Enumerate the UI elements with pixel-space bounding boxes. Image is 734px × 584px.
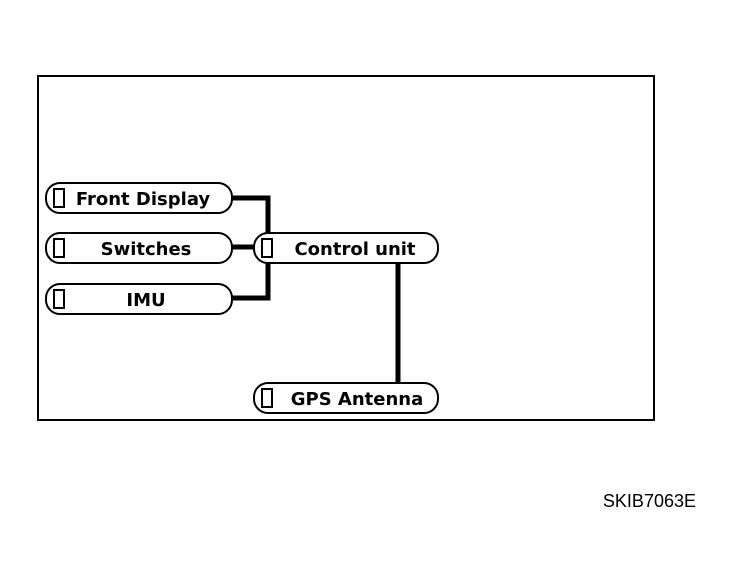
connector-icon [53, 188, 65, 208]
node-front-display: Front Display [45, 182, 233, 214]
node-switches: Switches [45, 232, 233, 264]
node-label: IMU [126, 290, 165, 311]
diagram-frame [37, 75, 655, 421]
connector-icon [53, 238, 65, 258]
node-gps-antenna: GPS Antenna [253, 382, 439, 414]
node-imu: IMU [45, 283, 233, 315]
figure-code: SKIB7063E [603, 491, 696, 511]
connector-icon [261, 388, 273, 408]
connector-icon [261, 238, 273, 258]
node-control-unit: Control unit [253, 232, 439, 264]
node-label: GPS Antenna [291, 389, 424, 410]
node-label: Front Display [76, 189, 211, 210]
connector-icon [53, 289, 65, 309]
node-label: Control unit [294, 239, 415, 260]
connector-lines [232, 195, 401, 382]
node-label: Switches [101, 239, 192, 260]
connector-front-display [232, 195, 271, 234]
connector-imu [232, 262, 271, 301]
